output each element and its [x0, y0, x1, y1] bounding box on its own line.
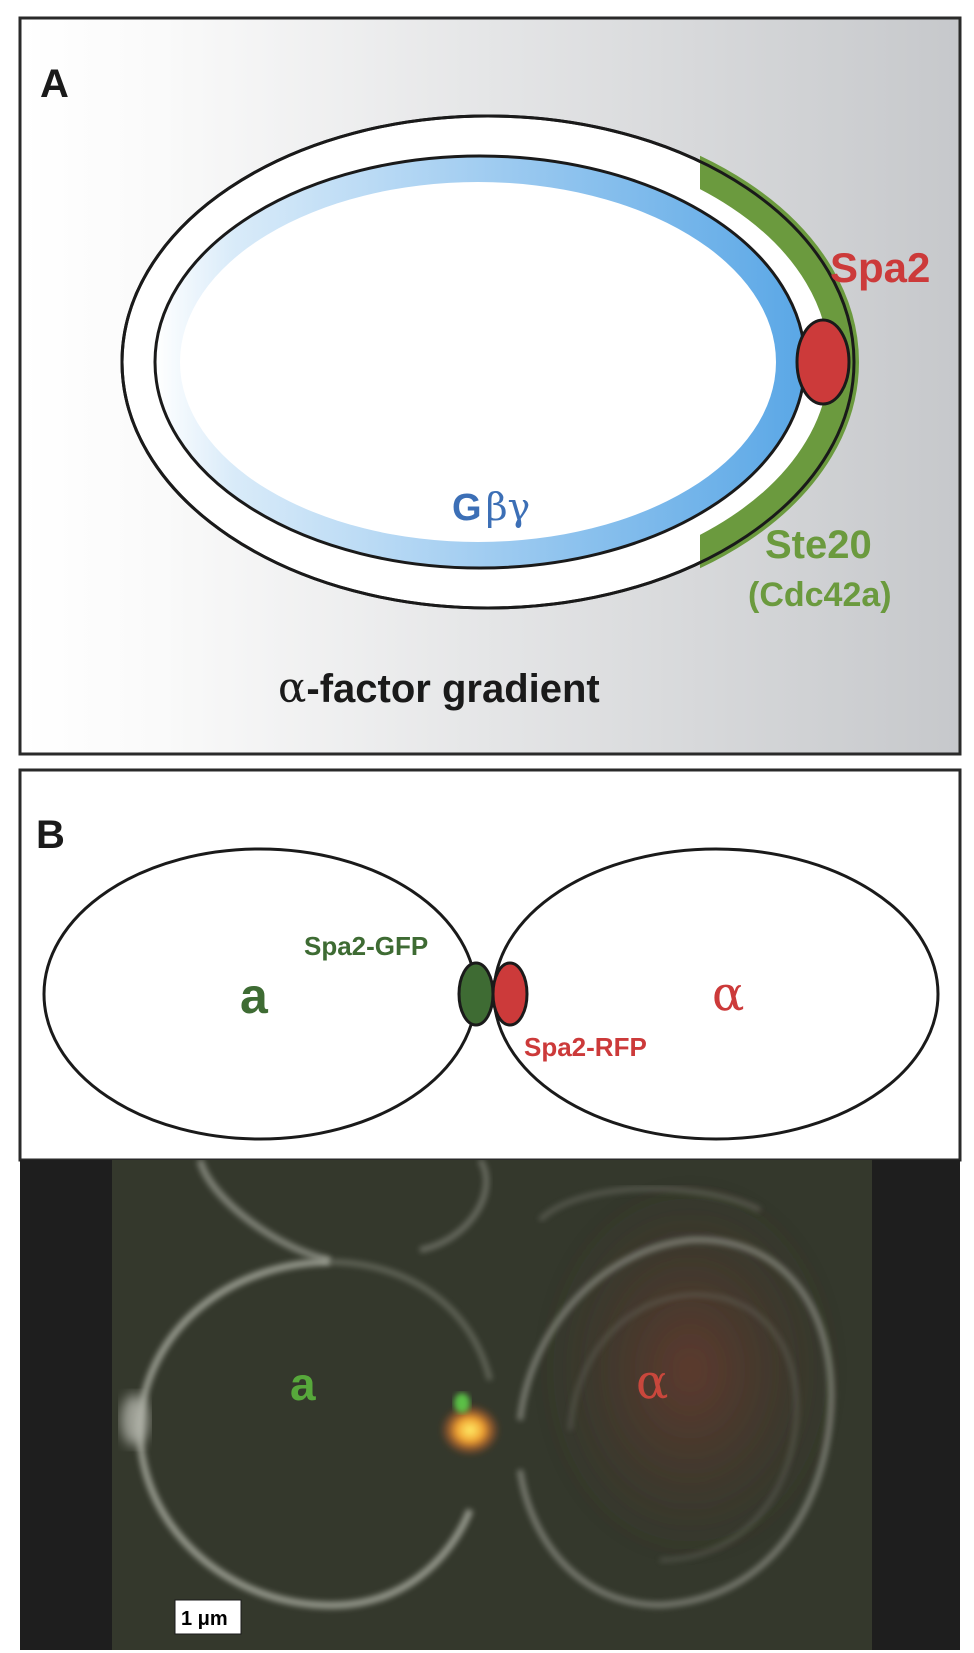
spa2-spot: [795, 318, 851, 406]
cdc42a-label: (Cdc42a): [748, 576, 892, 614]
alpha-symbol: α: [278, 663, 306, 712]
panel-a-label: A: [40, 62, 69, 106]
micro-cell-a-label: a: [290, 1358, 316, 1410]
spa2-rfp-spot: [491, 961, 529, 1027]
spa2-label: Spa2: [830, 244, 930, 291]
micro-cell-alpha-label: α: [636, 1354, 668, 1410]
cell-alpha-label: α: [712, 966, 744, 1022]
spa2-rfp-label: Spa2-RFP: [524, 1032, 647, 1062]
gbg-greek: βγ: [486, 485, 531, 529]
panel-b: B Spa2-GFP Spa2-RFP a α: [18, 768, 962, 1162]
ste20-label: Ste20: [765, 523, 872, 567]
micrograph: a α 1 μm: [20, 1160, 960, 1650]
gbg-g: G: [452, 487, 482, 529]
spa2-gfp-spot: [457, 961, 495, 1027]
fluorescent-spot: [440, 1404, 500, 1456]
spa2-gfp-label: Spa2-GFP: [304, 931, 428, 961]
gradient-label: α-factor gradient: [278, 663, 600, 712]
cytoplasm: [180, 182, 776, 542]
panel-b-label: B: [36, 813, 65, 857]
scale-bar-box: [174, 1599, 242, 1635]
cell-wall-outline: [120, 114, 856, 610]
micrograph-content: [112, 1160, 872, 1650]
cell-a-label: a: [240, 968, 269, 1024]
scale-bar-label: 1 μm: [181, 1608, 228, 1630]
gradient-text: -factor gradient: [306, 667, 599, 711]
